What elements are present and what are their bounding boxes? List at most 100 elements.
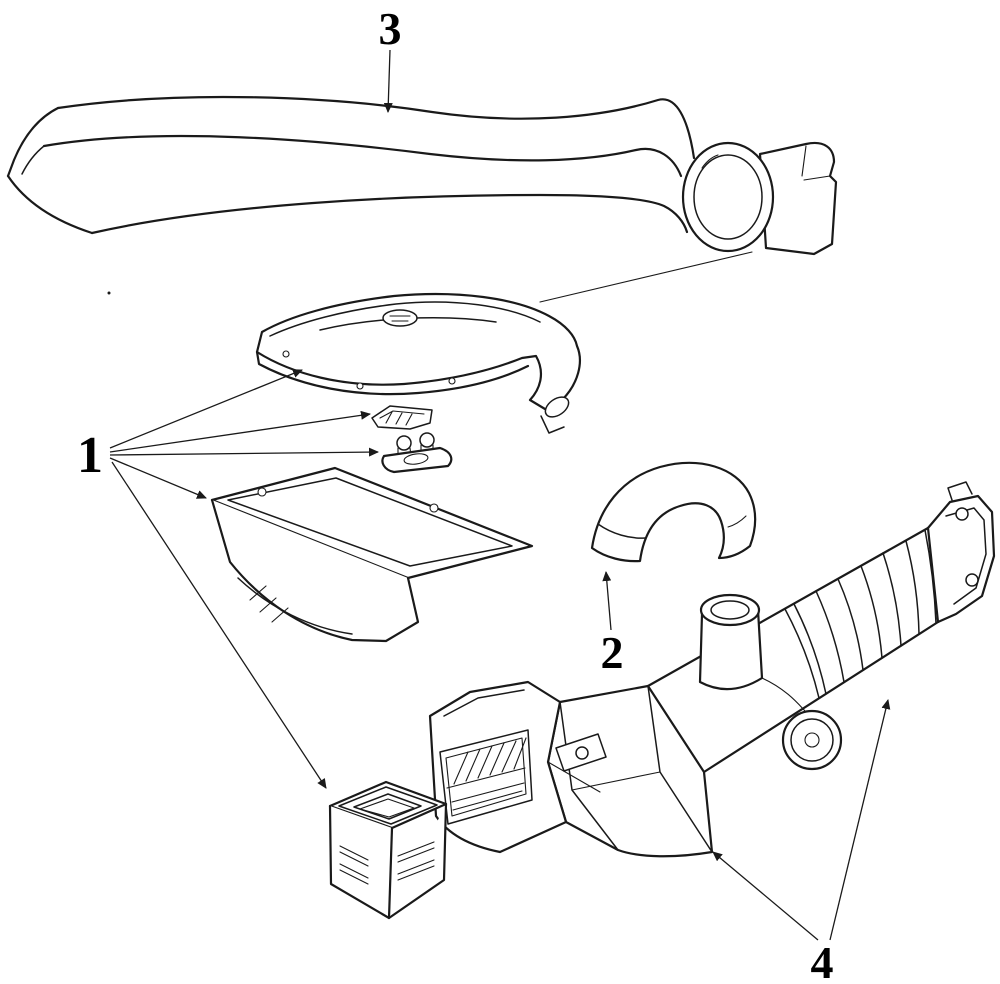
cap-link-line xyxy=(761,677,807,713)
cover-snout-tab xyxy=(540,415,565,434)
callout-4: 4 xyxy=(811,937,834,984)
callout-2: 2 xyxy=(601,627,624,678)
duct-box-opening-depth xyxy=(359,798,415,818)
leader-1-to-cover xyxy=(109,369,303,449)
tube-top-edge xyxy=(56,95,696,160)
cover-lower-lip xyxy=(255,350,530,396)
callout-3-label: 3 xyxy=(379,3,402,54)
tube-open-end-face xyxy=(6,174,94,235)
duct-box-front-edge xyxy=(388,827,393,919)
callout-1-label: 1 xyxy=(77,427,103,484)
part-4-air-cleaner-assembly xyxy=(428,481,996,858)
leader-1-to-bracket xyxy=(109,410,371,453)
end-flange-inner xyxy=(945,507,987,605)
leader-1-to-grommet xyxy=(109,447,379,457)
duct-rib xyxy=(837,578,864,671)
recess-frame-inner xyxy=(445,737,527,817)
part-3-intake-tube xyxy=(6,95,838,303)
elbow-right-end-line xyxy=(727,515,747,528)
leader-2-to-elbow xyxy=(602,571,612,631)
callout-4-leaders xyxy=(712,699,891,941)
cover-clip xyxy=(448,377,456,385)
duct-rib xyxy=(860,565,883,659)
part-1-lower-tray xyxy=(210,466,534,643)
grommet-base xyxy=(381,446,453,474)
callout-3: 3 xyxy=(379,3,402,54)
end-flange-tab xyxy=(947,481,973,501)
recess-hatch xyxy=(453,737,527,785)
grommet-stud xyxy=(419,432,435,448)
tray-inner-rim xyxy=(227,477,513,567)
bracket-outline xyxy=(371,405,433,430)
tube-mid-edge xyxy=(42,134,683,178)
duct-arm-top-edge xyxy=(646,526,930,688)
main-body xyxy=(546,684,714,858)
callout-2-label: 2 xyxy=(601,627,624,678)
tube-left-bend xyxy=(6,106,60,178)
part-1-mounting-grommet xyxy=(381,432,453,474)
part-2-elbow-hose xyxy=(590,461,757,563)
grommet-stud xyxy=(396,435,412,451)
duct-rib xyxy=(905,540,920,635)
elbow-outer xyxy=(590,461,757,563)
duct-arm-bottom-edge xyxy=(702,620,940,774)
elbow-left-cuff xyxy=(597,523,646,539)
duct-box-right-slots xyxy=(397,841,435,881)
callout-1: 1 xyxy=(77,427,103,484)
cover-top-face xyxy=(255,292,581,414)
part-1-duct-box xyxy=(328,780,448,920)
duct-rib xyxy=(815,590,845,683)
stray-mark xyxy=(107,291,111,295)
callout-4-label: 4 xyxy=(811,937,834,984)
recess-plate-lines xyxy=(451,782,525,811)
cover-snout-opening xyxy=(544,396,570,418)
cover-badge-lines xyxy=(389,315,411,322)
round-cap-inner xyxy=(790,718,834,762)
part-1-air-cleaner-cover xyxy=(255,292,581,434)
leader-1-to-tray xyxy=(109,457,207,499)
inlet-port-rim xyxy=(699,593,761,627)
cover-badge xyxy=(382,309,418,327)
tube-flange-bracket xyxy=(758,141,838,256)
duct-rib xyxy=(793,603,827,695)
tube-opening-shading xyxy=(701,154,719,169)
callout-3-leaders xyxy=(383,49,393,113)
leader-4-to-body xyxy=(712,851,819,941)
callout-1-leaders xyxy=(109,369,379,789)
left-housing-top-line xyxy=(443,689,525,717)
flange-detail xyxy=(801,145,831,181)
tube-bottom-edge xyxy=(90,193,689,235)
flange-bolt-hole xyxy=(955,507,969,521)
tray-screw xyxy=(429,503,439,513)
flange-bolt-hole xyxy=(965,573,979,587)
callout-2-leaders xyxy=(602,571,612,631)
tube-to-cover-line xyxy=(539,251,753,303)
cover-clip xyxy=(282,350,290,358)
leader-4-to-duct xyxy=(829,699,891,941)
tray-pan-hatch xyxy=(249,585,289,623)
housing-gusset-line xyxy=(547,761,601,793)
recess-divider xyxy=(446,767,526,789)
main-body-crease-mid xyxy=(571,771,661,791)
leader-3-to-tube xyxy=(383,49,393,113)
cover-clip xyxy=(356,382,364,390)
bracket-ribs xyxy=(385,411,413,426)
inlet-port-bore xyxy=(710,600,750,620)
duct-rib xyxy=(784,608,820,699)
duct-box-right-face xyxy=(387,802,448,920)
leader-1-to-duct-box xyxy=(111,461,327,789)
tray-pan-crease xyxy=(237,577,353,635)
tube-opening-inner-ring xyxy=(693,154,763,240)
end-flange xyxy=(926,494,996,624)
inlet-port-body xyxy=(698,608,764,691)
duct-box-left-slots xyxy=(339,845,369,885)
duct-box-opening xyxy=(353,793,422,820)
round-cap-center xyxy=(804,732,820,748)
bracket-inner-line xyxy=(379,410,425,419)
tube-left-bend-inner xyxy=(21,145,45,175)
duct-box-top-rim xyxy=(338,786,438,825)
duct-rib xyxy=(882,552,902,647)
part-1-clamp-bracket xyxy=(371,405,433,430)
